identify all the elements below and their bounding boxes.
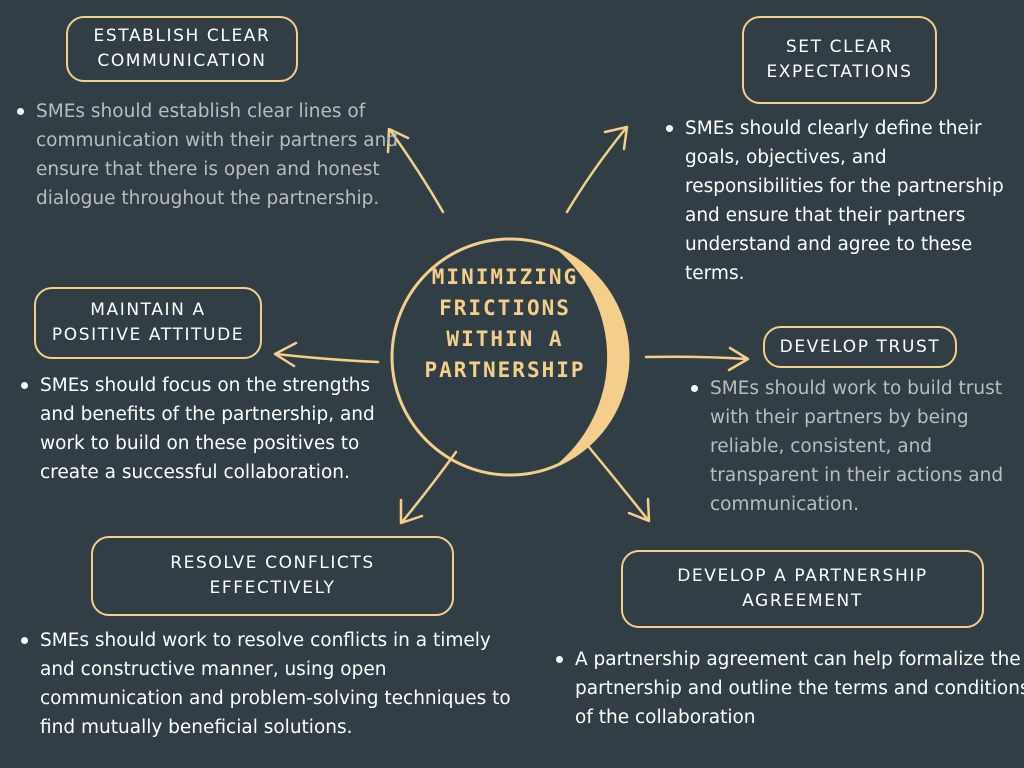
arrow-head-conflicts: [399, 498, 424, 525]
resolve-conflicts-pill: RESOLVE CONFLICTS EFFECTIVELY: [91, 536, 454, 616]
center-circle-crescent: [555, 248, 628, 466]
arrow-to-agreement: [586, 444, 650, 522]
develop-trust-bullets: SMEs should work to build trust with the…: [688, 374, 1010, 519]
establish-communication-bullets: SMEs should establish clear lines of com…: [14, 97, 406, 213]
pill-title-line: POSITIVE ATTITUDE: [51, 325, 245, 345]
set-expectations-bullets: SMEs should clearly define their goals, …: [663, 114, 1024, 288]
pill-title-line: AGREEMENT: [742, 591, 863, 611]
arrow-head-trust: [727, 346, 750, 372]
arrow-head-attitude: [273, 341, 298, 368]
arrow-to-expectations: [565, 126, 628, 214]
center-title-line: FRICTIONS: [439, 296, 571, 320]
positive-attitude-bullets: SMEs should focus on the strengths and b…: [18, 371, 380, 487]
establish-communication-pill: ESTABLISH CLEAR COMMUNICATION: [66, 16, 298, 82]
partnership-agreement-bullets: A partnership agreement can help formali…: [553, 645, 1024, 732]
pill-title-line: EFFECTIVELY: [209, 578, 336, 598]
pill-title-line: MAINTAIN A: [90, 300, 206, 320]
bullet-item: A partnership agreement can help formali…: [556, 645, 1024, 732]
arrow-head-expectations: [603, 125, 629, 151]
bullet-item: SMEs should work to build trust with the…: [691, 374, 1010, 519]
develop-trust-pill: DEVELOP TRUST: [763, 326, 957, 368]
set-expectations-pill: SET CLEAR EXPECTATIONS: [742, 16, 937, 104]
pill-title-line: COMMUNICATION: [97, 51, 267, 71]
arrow-to-conflicts: [400, 450, 458, 524]
arrow-to-attitude: [274, 352, 380, 364]
arrow-head-agreement: [627, 497, 651, 523]
pill-title-line: RESOLVE CONFLICTS: [170, 553, 375, 573]
center-circle: [390, 237, 630, 477]
center-title-line: WITHIN A: [446, 327, 564, 351]
center-title-line: MINIMIZING: [431, 265, 579, 289]
arrow-to-communication: [388, 128, 445, 214]
pill-title-line: ESTABLISH CLEAR: [93, 26, 271, 46]
arrow-to-trust: [644, 355, 749, 361]
resolve-conflicts-bullets: SMEs should work to resolve conflicts in…: [18, 626, 530, 742]
center-title: MINIMIZING FRICTIONS WITHIN A PARTNERSHI…: [400, 262, 610, 386]
bullet-item: SMEs should work to resolve conflicts in…: [21, 626, 530, 742]
partnership-agreement-pill: DEVELOP A PARTNERSHIP AGREEMENT: [621, 550, 984, 628]
center-title-line: PARTNERSHIP: [424, 358, 586, 382]
positive-attitude-pill: MAINTAIN A POSITIVE ATTITUDE: [34, 287, 262, 359]
pill-title-line: DEVELOP TRUST: [779, 336, 941, 357]
pill-title-line: SET CLEAR: [785, 37, 894, 57]
arrow-head-communication: [386, 127, 410, 154]
bullet-item: SMEs should establish clear lines of com…: [17, 97, 406, 213]
bullet-item: SMEs should focus on the strengths and b…: [21, 371, 380, 487]
pill-title-line: EXPECTATIONS: [766, 62, 913, 82]
pill-title-line: DEVELOP A PARTNERSHIP: [677, 566, 928, 586]
bullet-item: SMEs should clearly define their goals, …: [666, 114, 1024, 288]
